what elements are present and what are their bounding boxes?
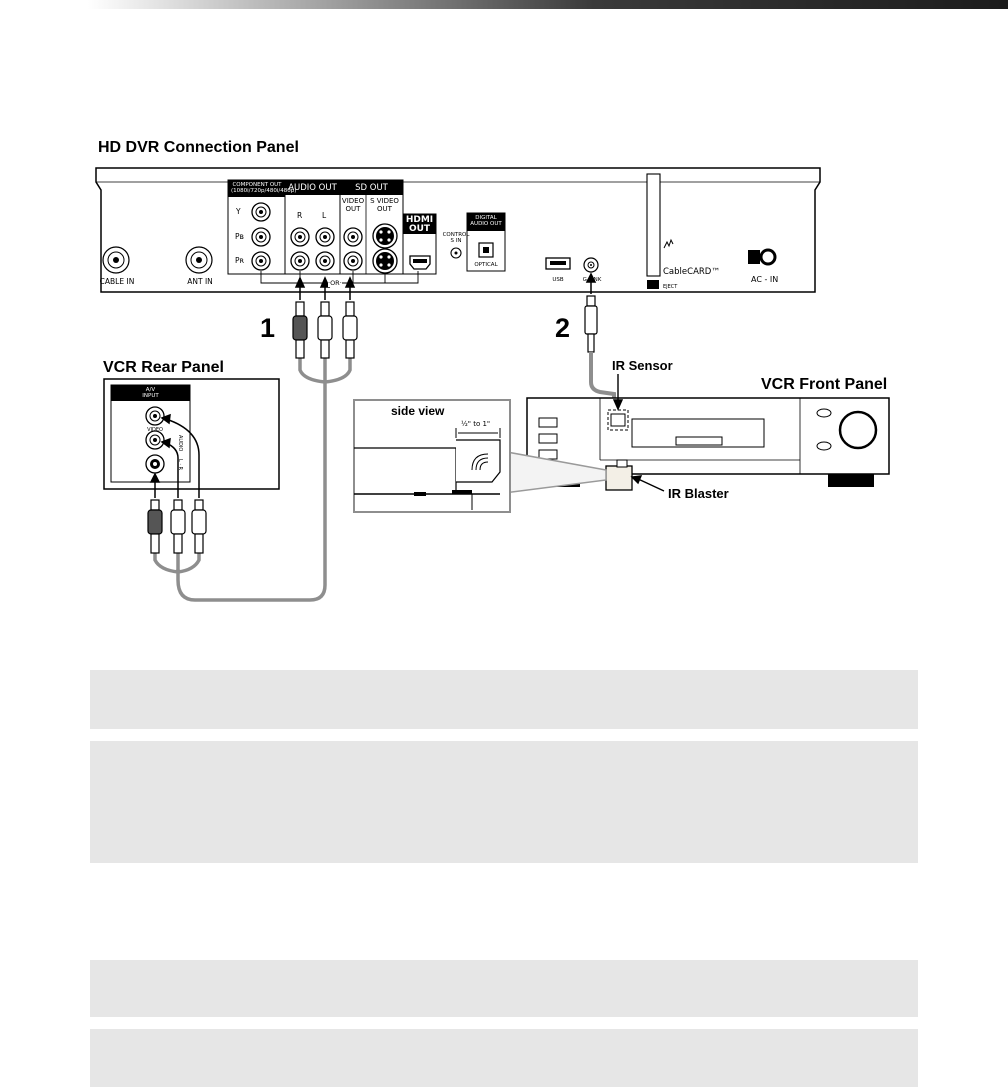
av-cable-plug-red	[292, 301, 308, 359]
g-link-cable	[584, 272, 616, 420]
av-cable-plug-yellow	[342, 301, 358, 359]
audio-l-upper-jack	[315, 227, 335, 247]
eject-label: EJECT	[663, 284, 678, 290]
or-label: ·OR·	[328, 279, 342, 287]
audio-out-label: AUDIO OUT	[288, 183, 337, 193]
note-band-3	[90, 960, 918, 1017]
g-link-label: G-LINK	[582, 277, 602, 283]
audio-l-lower-jack	[315, 251, 335, 271]
vcr-video-jack	[145, 406, 165, 426]
ant-in-label: ANT IN	[187, 277, 213, 286]
video-out-upper-jack	[343, 227, 363, 247]
usb-port	[545, 257, 571, 270]
component-y-jack	[251, 202, 271, 222]
optical-port	[478, 242, 494, 258]
ac-in-label: AC - IN	[751, 275, 779, 284]
step-2-number: 2	[555, 313, 571, 343]
vcr-front-panel-title: VCR Front Panel	[761, 376, 888, 393]
usb-label: USB	[552, 277, 564, 283]
sd-out-label: SD OUT	[355, 183, 388, 193]
vcr-audio-label: AUDIO	[177, 435, 183, 452]
note-band-4	[90, 1029, 918, 1087]
vcr-audio-lr-label: L · R	[177, 459, 183, 471]
vcr-cable-plug-yellow	[147, 499, 163, 554]
side-view-distance-label: ½" to 1"	[461, 420, 491, 428]
ir-sensor-label: IR Sensor	[612, 358, 673, 373]
side-view-label: side view	[391, 404, 445, 418]
vcr-rear-panel-title: VCR Rear Panel	[103, 359, 224, 376]
vcr-audio-r-jack	[145, 454, 165, 474]
hdmi-port	[409, 255, 431, 270]
hd-dvr-panel-title: HD DVR Connection Panel	[98, 139, 299, 156]
cablecard-label: CableCARD™	[663, 267, 720, 277]
s-video-upper-jack	[372, 223, 398, 249]
component-pr-label: Pʀ	[235, 256, 245, 265]
av-cable	[153, 356, 352, 602]
insert-arrows-vcr	[149, 413, 200, 498]
av-input-label: A/V INPUT	[142, 387, 159, 399]
component-pr-jack	[251, 251, 271, 271]
step-1-number: 1	[260, 313, 276, 343]
s-video-lower-jack	[372, 248, 398, 274]
hd-dvr-panel	[95, 167, 821, 293]
audio-r-lower-jack	[290, 251, 310, 271]
ant-in-connector	[185, 246, 213, 274]
audio-r-label: R	[297, 211, 303, 220]
side-view-inset	[353, 399, 607, 513]
cable-in-connector	[102, 246, 130, 274]
note-band-1	[90, 670, 918, 729]
component-pb-jack	[251, 227, 271, 247]
g-link-jack	[583, 257, 599, 273]
component-y-label: Y	[236, 207, 241, 216]
vcr-cable-plug-red	[191, 499, 207, 554]
ir-blaster-pointer	[630, 475, 665, 492]
cablecard-slot	[646, 173, 674, 289]
header-gradient-bar	[88, 0, 1008, 9]
cable-in-label: CABLE IN	[99, 277, 135, 286]
component-out-label: COMPONENT OUT(1080i/720p/480i/480p)	[231, 182, 297, 194]
ir-sensor-window	[607, 409, 629, 431]
vcr-front-panel	[526, 397, 890, 491]
audio-l-label: L	[322, 211, 327, 220]
digital-audio-out-label: DIGITAL AUDIO OUT	[470, 215, 502, 227]
video-out-label: VIDEO OUT	[341, 197, 365, 213]
ir-blaster-label: IR Blaster	[668, 486, 729, 501]
s-video-out-label: S VIDEO OUT	[370, 197, 399, 213]
control-s-in-label: CONTROL S IN	[442, 232, 470, 244]
av-cable-plug-white	[317, 301, 333, 359]
control-s-jack	[450, 247, 462, 259]
optical-label: OPTICAL	[474, 262, 498, 268]
insert-arrows-dvr	[294, 276, 356, 300]
note-band-2	[90, 741, 918, 863]
ir-sensor-pointer	[612, 374, 624, 411]
vcr-audio-l-jack	[145, 430, 165, 450]
component-pb-label: Pʙ	[235, 232, 244, 241]
vcr-video-label: VIDEO	[147, 427, 163, 433]
ac-in-connector	[748, 248, 777, 266]
video-out-lower-jack	[343, 251, 363, 271]
audio-r-upper-jack	[290, 227, 310, 247]
vcr-cable-plug-white	[170, 499, 186, 554]
